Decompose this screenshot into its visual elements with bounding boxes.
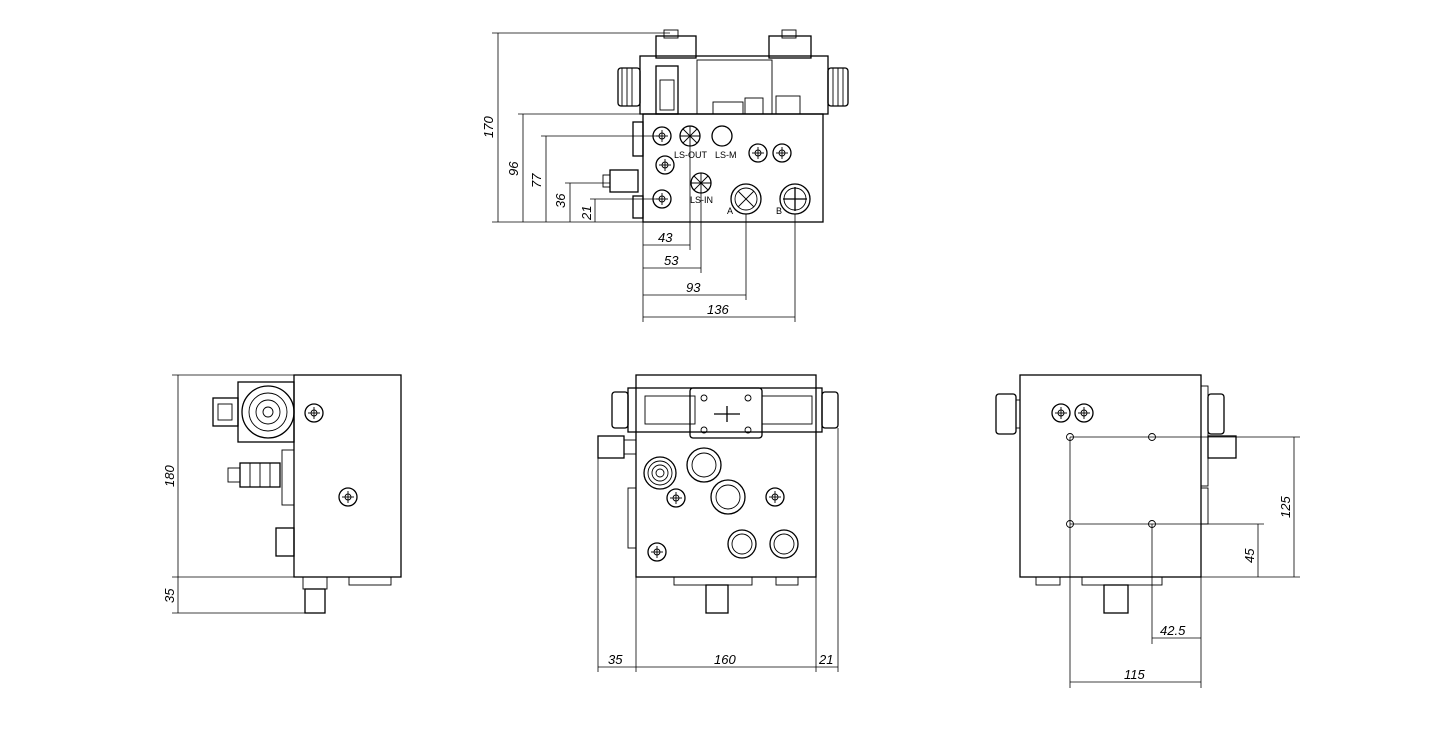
dim-53: 53 <box>664 253 679 268</box>
label-a: A <box>727 206 733 216</box>
dim-93: 93 <box>686 280 701 295</box>
top-connector-right <box>768 35 812 59</box>
dim-180: 180 <box>162 465 177 487</box>
dim-160: 160 <box>714 652 736 667</box>
dim-21-front: 21 <box>818 652 833 667</box>
front-view: 35 160 21 <box>597 374 839 672</box>
dim-45: 45 <box>1242 548 1257 563</box>
dim-36: 36 <box>553 193 568 208</box>
dim-43: 43 <box>658 230 673 245</box>
port-ls-out <box>679 125 701 147</box>
left-solenoid <box>237 381 295 443</box>
dim-125: 125 <box>1278 496 1293 518</box>
dim-96: 96 <box>506 161 521 176</box>
dim-115: 115 <box>1124 667 1145 682</box>
port-b <box>779 183 811 215</box>
label-ls-in: LS-IN <box>690 195 713 205</box>
top-side-fitting <box>609 169 639 193</box>
label-ls-m: LS-M <box>715 150 737 160</box>
top-left-knob <box>617 67 641 107</box>
label-b: B <box>776 206 782 216</box>
dim-35-left: 35 <box>162 588 177 603</box>
top-connector-left <box>655 35 697 59</box>
right-view: 125 45 42.5 115 <box>995 374 1300 688</box>
dim-42-5: 42.5 <box>1160 623 1186 638</box>
port-ls-m <box>711 125 733 147</box>
dim-21: 21 <box>579 206 594 221</box>
top-view: LS-OUT LS-M LS-IN A B 170 96 77 36 21 43… <box>481 29 849 322</box>
dim-136: 136 <box>707 302 729 317</box>
dim-35-front: 35 <box>608 652 623 667</box>
port-ls-in <box>690 172 712 194</box>
right-main-block <box>1019 374 1202 578</box>
label-ls-out: LS-OUT <box>674 150 708 160</box>
left-view: 180 35 <box>162 374 402 614</box>
dim-170: 170 <box>481 116 496 138</box>
dim-77: 77 <box>529 173 544 188</box>
front-valve-cap <box>689 387 763 439</box>
port-a <box>730 183 762 215</box>
front-port-large <box>643 456 677 490</box>
